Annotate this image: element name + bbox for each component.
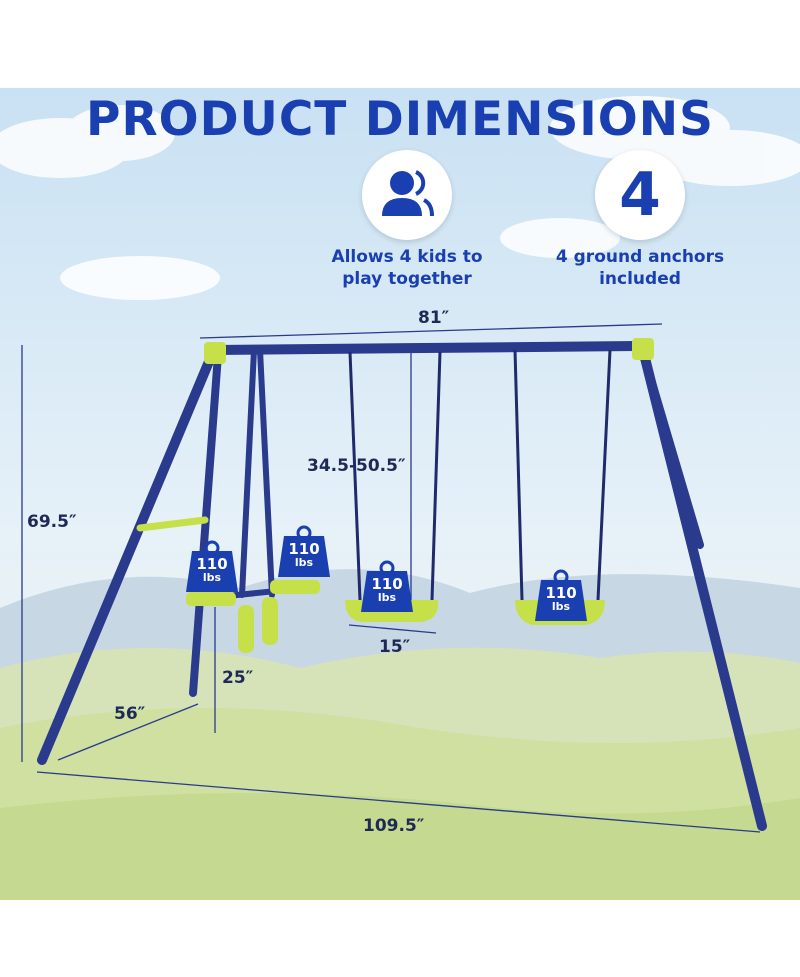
weight-unit: lbs (202, 571, 222, 584)
weight-label-swing-one: 110 lbs (362, 577, 412, 604)
feature-kids-line2: play together (342, 269, 472, 289)
feature-anchors-line2: included (599, 269, 681, 289)
grass-front (0, 793, 800, 900)
weight-label-glider-right: 110 lbs (279, 542, 329, 569)
anchors-badge: 4 (595, 150, 685, 240)
glider (186, 580, 320, 653)
feature-anchors-line1: 4 ground anchors (555, 247, 725, 267)
weight-value: 110 (545, 584, 577, 602)
page-title: PRODUCT DIMENSIONS (86, 92, 714, 147)
base-width-label: 109.5″ (363, 816, 425, 836)
weight-unit: lbs (551, 600, 571, 613)
feature-anchors-text: 4 ground anchors included (530, 246, 750, 290)
seat-width-label: 15″ (379, 637, 411, 657)
frame-brackets (204, 338, 654, 364)
weight-icon (278, 525, 330, 577)
glider-height-label: 25″ (222, 668, 254, 688)
weight-label-swing-two: 110 lbs (536, 586, 586, 613)
weight-unit: lbs (377, 591, 397, 604)
weight-value: 110 (196, 555, 228, 573)
weight-icon (361, 560, 413, 612)
dimension-lines (21, 323, 761, 833)
weight-label-glider-left: 110 lbs (187, 557, 237, 584)
top-beam-width-label: 81″ (418, 308, 450, 328)
weight-unit: lbs (294, 556, 314, 569)
depth-label: 56″ (114, 704, 146, 724)
anchors-count: 4 (619, 160, 661, 230)
rope-length-label: 34.5-50.5″ (307, 456, 406, 476)
feature-kids-text: Allows 4 kids to play together (297, 246, 517, 290)
weight-value: 110 (288, 540, 320, 558)
swing-frame (37, 341, 767, 831)
feature-kids-line1: Allows 4 kids to (331, 247, 483, 267)
users-icon (382, 170, 434, 217)
kids-badge (362, 150, 452, 240)
weight-icon (535, 569, 587, 621)
weight-value: 110 (371, 575, 403, 593)
weight-icon (186, 540, 238, 592)
cloud (0, 96, 800, 300)
height-label: 69.5″ (27, 512, 77, 532)
